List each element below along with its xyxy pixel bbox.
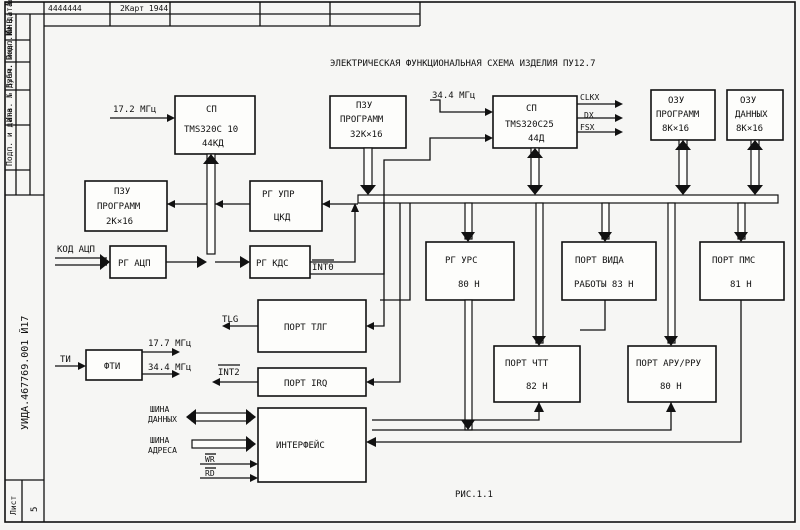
svg-text:82 Н: 82 Н [526, 382, 548, 392]
signal-ti: ТИ [60, 355, 71, 365]
signal-data-bus-1: ШИНА [150, 405, 169, 414]
figure-caption: РИС.1.1 [455, 490, 493, 500]
svg-text:СП: СП [526, 104, 537, 114]
svg-text:TMS320C 10: TMS320C 10 [184, 125, 238, 135]
svg-text:ДАННЫХ: ДАННЫХ [735, 110, 768, 120]
svg-text:80 Н: 80 Н [660, 382, 682, 392]
svg-text:44Д: 44Д [528, 134, 545, 144]
document-code: УИДА.467769.001 Й17 [18, 316, 31, 430]
signal-rd: RD [205, 469, 215, 478]
block-rom-prog2: ПЗУ ПРОГРАММ 2К×16 [84, 180, 168, 232]
svg-text:80 Н: 80 Н [458, 280, 480, 290]
main-bus [357, 194, 779, 204]
block-port-irq: ПОРТ IRQ [257, 367, 367, 397]
svg-text:TMS320C25: TMS320C25 [505, 120, 554, 130]
side-label-1: Инв. № подл. [4, 0, 15, 36]
block-port-mode: ПОРТ ВИДА РАБОТЫ 83 Н [561, 241, 657, 301]
block-port-aru: ПОРТ АРУ/РРУ 80 Н [627, 345, 717, 403]
svg-text:32К×16: 32К×16 [350, 130, 383, 140]
svg-text:8К×16: 8К×16 [736, 124, 763, 134]
sheet-label: Лист [9, 496, 18, 515]
svg-text:РГ УПР: РГ УПР [262, 190, 295, 200]
svg-text:ПРОГРАММ: ПРОГРАММ [340, 115, 384, 125]
connections [55, 99, 763, 482]
side-label-3: Взам. инв. № [5, 30, 14, 88]
block-rg-adc: РГ АЦП [109, 245, 167, 279]
svg-text:ПОРТ ЧТТ: ПОРТ ЧТТ [505, 359, 549, 369]
block-port-chtt: ПОРТ ЧТТ 82 Н [493, 345, 581, 403]
block-rom-prog32: ПЗУ ПРОГРАММ 32К×16 [329, 95, 407, 149]
block-rg-upr: РГ УПР ЦКД [249, 180, 323, 232]
svg-text:2К×16: 2К×16 [106, 217, 133, 227]
signal-data-bus-2: ДАННЫХ [148, 415, 177, 424]
svg-text:РГ КДС: РГ КДС [256, 259, 289, 269]
block-port-81: ПОРТ ПМС 81 Н [699, 241, 785, 301]
svg-text:ПОРТ АРУ/РРУ: ПОРТ АРУ/РРУ [636, 359, 702, 369]
svg-text:ПЗУ: ПЗУ [356, 101, 373, 111]
signal-addr-bus-1: ШИНА [150, 436, 169, 445]
svg-text:РАБОТЫ 83 Н: РАБОТЫ 83 Н [574, 280, 634, 290]
svg-text:РГ АЦП: РГ АЦП [118, 259, 151, 269]
svg-text:ПОРТ ПМС: ПОРТ ПМС [712, 256, 755, 266]
side-label-4: Инв. № дубл. [4, 64, 14, 122]
sheet-title: ЭЛЕКТРИЧЕСКАЯ ФУНКЦИОНАЛЬНАЯ СХЕМА ИЗДЕЛ… [330, 59, 596, 69]
side-label-5: Подп. и дата [5, 108, 14, 166]
svg-text:ПОРТ ТЛГ: ПОРТ ТЛГ [284, 323, 327, 333]
signal-kod-adc: КОД АЦП [57, 245, 95, 255]
svg-text:44КД: 44КД [202, 139, 224, 149]
block-interface: ИНТЕРФЕЙС [257, 407, 367, 483]
side-label-2: Подп. и дата [5, 2, 14, 60]
svg-text:ПРОГРАММ: ПРОГРАММ [97, 202, 141, 212]
svg-text:ИНТЕРФЕЙС: ИНТЕРФЕЙС [276, 439, 325, 451]
signal-freq-fti2: 34.4 МГц [148, 363, 191, 373]
svg-text:ФТИ: ФТИ [104, 362, 120, 372]
svg-text:РГ УРС: РГ УРС [445, 256, 478, 266]
svg-text:ПРОГРАММ: ПРОГРАММ [656, 110, 700, 120]
signal-tlg: TLG [222, 315, 238, 325]
signal-wr: WR [205, 455, 215, 464]
svg-text:8К×16: 8К×16 [662, 124, 689, 134]
signal-int2: INT2 [218, 368, 240, 378]
signal-clkx: CLKX [580, 93, 599, 102]
block-rg-kds: РГ КДС [249, 245, 311, 279]
svg-text:СП: СП [206, 105, 217, 115]
svg-text:ОЗУ: ОЗУ [740, 96, 757, 106]
signal-int0: INT0 [312, 263, 334, 273]
block-port-tlg: ПОРТ ТЛГ [257, 299, 367, 353]
sheet-number: 5 [30, 507, 40, 512]
svg-text:ОЗУ: ОЗУ [668, 96, 685, 106]
block-ram-data: ОЗУ ДАННЫХ 8К×16 [726, 89, 784, 141]
block-cpu1: СП TMS320C 10 44КД [174, 95, 256, 155]
svg-text:81 Н: 81 Н [730, 280, 752, 290]
signal-freq-cpu2: 34.4 МГц [432, 91, 475, 101]
title-block: 4444444 2Карт 1944 Инв. № подл. Подп. и … [4, 0, 796, 523]
block-ram-prog: ОЗУ ПРОГРАММ 8К×16 [650, 89, 716, 141]
block-cpu2: СП TMS320C25 44Д [492, 95, 578, 149]
svg-text:ПОРТ ВИДА: ПОРТ ВИДА [575, 256, 624, 266]
stamp-text-1: 4444444 [48, 4, 82, 13]
block-rg-urs: РГ УРС 80 Н [425, 241, 515, 301]
block-fti: ФТИ [85, 349, 143, 381]
signal-freq-fti1: 17.7 МГц [148, 339, 191, 349]
svg-text:ПЗУ: ПЗУ [114, 187, 131, 197]
svg-text:ЦКД: ЦКД [274, 213, 291, 223]
stamp-text-2: 2Карт 1944 [120, 4, 168, 13]
signal-freq-cpu1: 17.2 МГц [113, 105, 156, 115]
signal-dx: DX [584, 111, 594, 120]
signal-addr-bus-2: АДРЕСА [148, 446, 177, 455]
signal-fsx: FSX [580, 123, 595, 132]
svg-text:ПОРТ IRQ: ПОРТ IRQ [284, 379, 327, 389]
